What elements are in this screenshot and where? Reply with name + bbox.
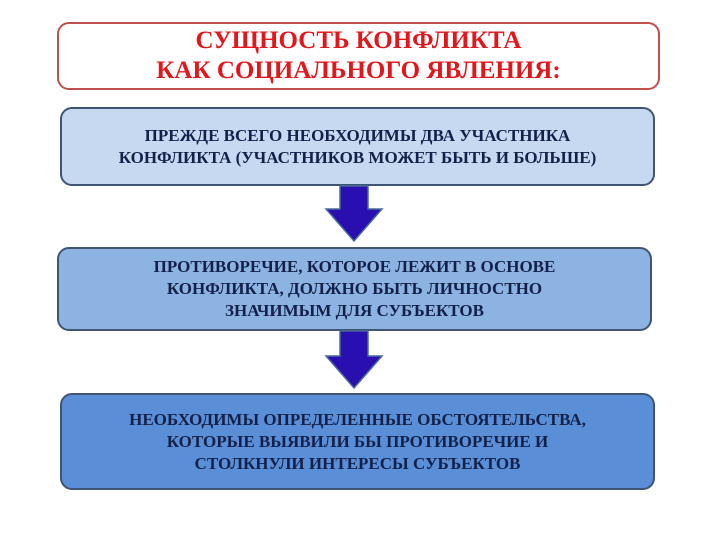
step-3-line-2: КОТОРЫЕ ВЫЯВИЛИ БЫ ПРОТИВОРЕЧИЕ И bbox=[166, 431, 549, 451]
step-1-line-1: ПРЕЖДЕ ВСЕГО НЕОБХОДИМЫ ДВА УЧАСТНИКА bbox=[144, 125, 571, 145]
down-arrow-icon bbox=[324, 185, 384, 243]
down-arrow-icon bbox=[324, 330, 384, 390]
step-1-line-2: КОНФЛИКТА (УЧАСТНИКОВ МОЖЕТ БЫТЬ И БОЛЬШ… bbox=[118, 147, 597, 167]
step-box-3: НЕОБХОДИМЫ ОПРЕДЕЛЕННЫЕ ОБСТОЯТЕЛЬСТВА, … bbox=[60, 393, 655, 490]
step-3-line-3: СТОЛКНУЛИ ИНТЕРЕСЫ СУБЪЕКТОВ bbox=[194, 453, 521, 473]
title-line-1: СУЩНОСТЬ КОНФЛИКТА bbox=[195, 27, 522, 54]
step-box-2: ПРОТИВОРЕЧИЕ, КОТОРОЕ ЛЕЖИТ В ОСНОВЕ КОН… bbox=[57, 247, 652, 331]
step-2-line-3: ЗНАЧИМЫМ ДЛЯ СУБЪЕКТОВ bbox=[225, 301, 484, 320]
step-box-1: ПРЕЖДЕ ВСЕГО НЕОБХОДИМЫ ДВА УЧАСТНИКА КО… bbox=[60, 107, 655, 186]
step-2-line-2: КОНФЛИКТА, ДОЛЖНО БЫТЬ ЛИЧНОСТНО bbox=[166, 279, 543, 298]
title-line-2: КАК СОЦИАЛЬНОГО ЯВЛЕНИЯ: bbox=[156, 57, 561, 84]
title-box: СУЩНОСТЬ КОНФЛИКТА КАК СОЦИАЛЬНОГО ЯВЛЕН… bbox=[57, 22, 660, 90]
step-3-line-1: НЕОБХОДИМЫ ОПРЕДЕЛЕННЫЕ ОБСТОЯТЕЛЬСТВА, bbox=[129, 409, 586, 429]
step-2-line-1: ПРОТИВОРЕЧИЕ, КОТОРОЕ ЛЕЖИТ В ОСНОВЕ bbox=[153, 257, 556, 276]
